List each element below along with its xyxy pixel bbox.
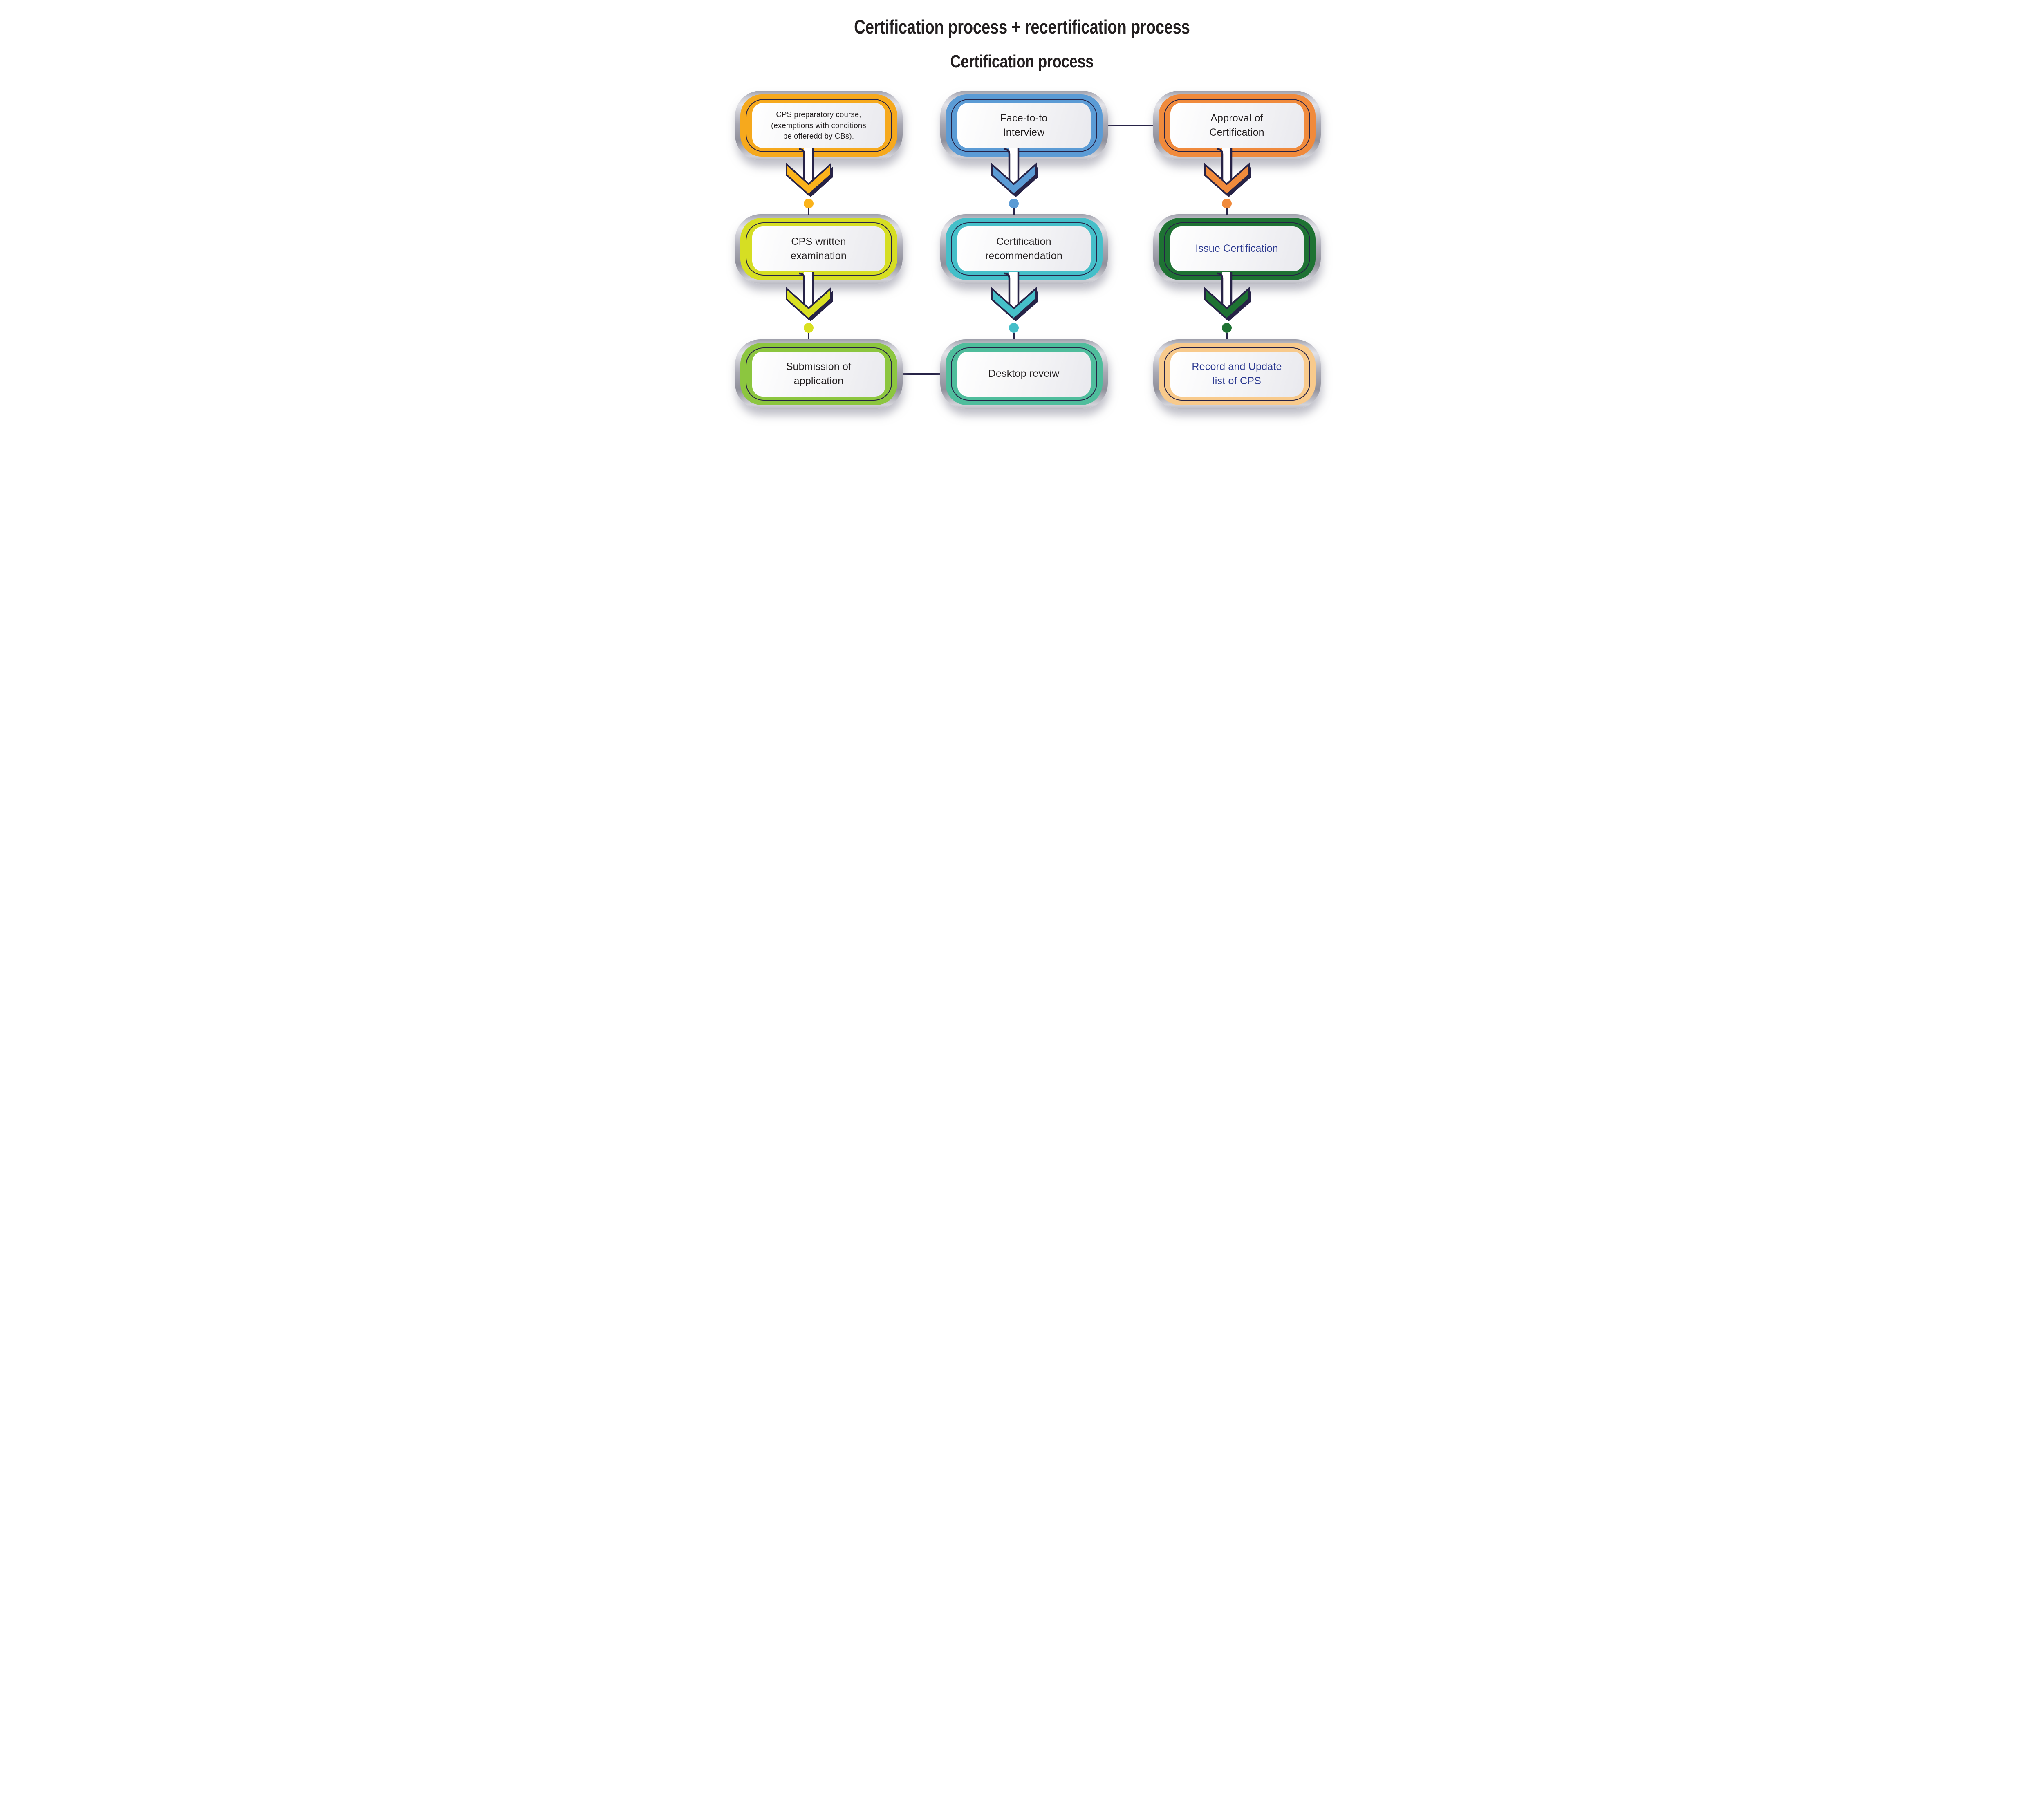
arrow-shaft-left [1217, 272, 1223, 304]
node-outline [1163, 222, 1310, 276]
arrow-chevron [991, 162, 1037, 196]
connector-stem [1226, 333, 1228, 339]
connector-dot [1009, 323, 1019, 333]
connector-dot [1221, 323, 1232, 333]
node-outline [745, 347, 892, 401]
down-arrow-icon [1204, 272, 1251, 339]
connector-stem [1013, 333, 1015, 339]
node-panel: Face-to-to Interview [957, 103, 1091, 148]
node-panel: Record and Update list of CPS [1170, 352, 1304, 397]
connector-dot [1221, 199, 1232, 208]
node-panel: Submission of application [752, 352, 885, 397]
node-label: Desktop reveiw [988, 368, 1060, 380]
arrow-shaft-fill [1222, 148, 1231, 184]
arrow-chevron [785, 162, 831, 196]
down-arrow-icon [991, 272, 1038, 339]
node-face-to-face-interview: Face-to-to Interview [940, 91, 1108, 160]
flowchart-canvas: Certification process + recertification … [700, 0, 1344, 454]
node-certification-recommendation: Certification recommendation [940, 214, 1108, 284]
connector-dot [803, 199, 814, 208]
node-outline [745, 99, 892, 152]
arrow-shaft-left [799, 148, 805, 180]
node-label: Record and Update list of CPS [1192, 361, 1282, 387]
node-panel: CPS written examination [752, 226, 885, 271]
node-submission-of-application: Submission of application [735, 339, 903, 409]
diagram-subtitle: Certification process [700, 52, 1344, 72]
arrow-shaft-left [1004, 148, 1010, 180]
down-arrow-icon [991, 148, 1038, 215]
connector-interview-to-approval [1107, 125, 1154, 126]
down-arrow-icon [785, 272, 833, 339]
arrow-chevron [1204, 287, 1250, 320]
arrow-shaft-left [799, 272, 805, 304]
node-desktop-review: Desktop reveiw [940, 339, 1108, 409]
node-outline [1163, 99, 1310, 152]
arrow-chevron [991, 287, 1037, 320]
node-label: CPS preparatory course, (exemptions with… [771, 110, 866, 141]
arrow-shaft-left [1004, 272, 1010, 304]
diagram-subtitle-text: Certification process [950, 52, 1094, 72]
connector-stem [1013, 208, 1015, 215]
node-label: CPS written examination [790, 235, 847, 262]
node-cps-preparatory-course: CPS preparatory course, (exemptions with… [735, 91, 903, 160]
node-panel: CPS preparatory course, (exemptions with… [752, 103, 885, 148]
node-cps-written-examination: CPS written examination [735, 214, 903, 284]
node-label: Submission of application [786, 361, 852, 387]
node-label: Issue Certification [1195, 243, 1278, 255]
arrow-chevron [1204, 162, 1250, 196]
node-outline [950, 222, 1097, 276]
down-arrow-icon [785, 148, 833, 215]
node-panel: Issue Certification [1170, 226, 1304, 271]
diagram-title-text: Certification process + recertification … [854, 16, 1190, 38]
node-label: Approval of Certification [1209, 112, 1264, 139]
connector-dot [803, 323, 814, 333]
node-outline [950, 347, 1097, 401]
connector-submission-to-desktop-review [901, 373, 941, 375]
node-issue-certification: Issue Certification [1153, 214, 1321, 284]
node-outline [745, 222, 892, 276]
node-outline [950, 99, 1097, 152]
node-label: Certification recommendation [985, 235, 1062, 262]
arrow-shaft-fill [1222, 272, 1231, 308]
arrow-shaft-left [1217, 148, 1223, 180]
node-outline [1163, 347, 1310, 401]
arrow-shaft-fill [804, 272, 813, 308]
arrow-shaft-fill [1009, 148, 1018, 184]
connector-dot [1009, 199, 1019, 208]
connector-stem [807, 208, 809, 215]
connector-stem [1226, 208, 1228, 215]
arrow-shaft-fill [1009, 272, 1018, 308]
node-approval-of-certification: Approval of Certification [1153, 91, 1321, 160]
node-record-and-update-list-of-cps: Record and Update list of CPS [1153, 339, 1321, 409]
node-panel: Certification recommendation [957, 226, 1091, 271]
down-arrow-icon [1204, 148, 1251, 215]
diagram-title: Certification process + recertification … [700, 16, 1344, 38]
node-label: Face-to-to Interview [1000, 112, 1048, 139]
node-panel: Desktop reveiw [957, 352, 1091, 397]
connector-stem [807, 333, 809, 339]
arrow-shaft-fill [804, 148, 813, 184]
node-panel: Approval of Certification [1170, 103, 1304, 148]
arrow-chevron [785, 287, 831, 320]
